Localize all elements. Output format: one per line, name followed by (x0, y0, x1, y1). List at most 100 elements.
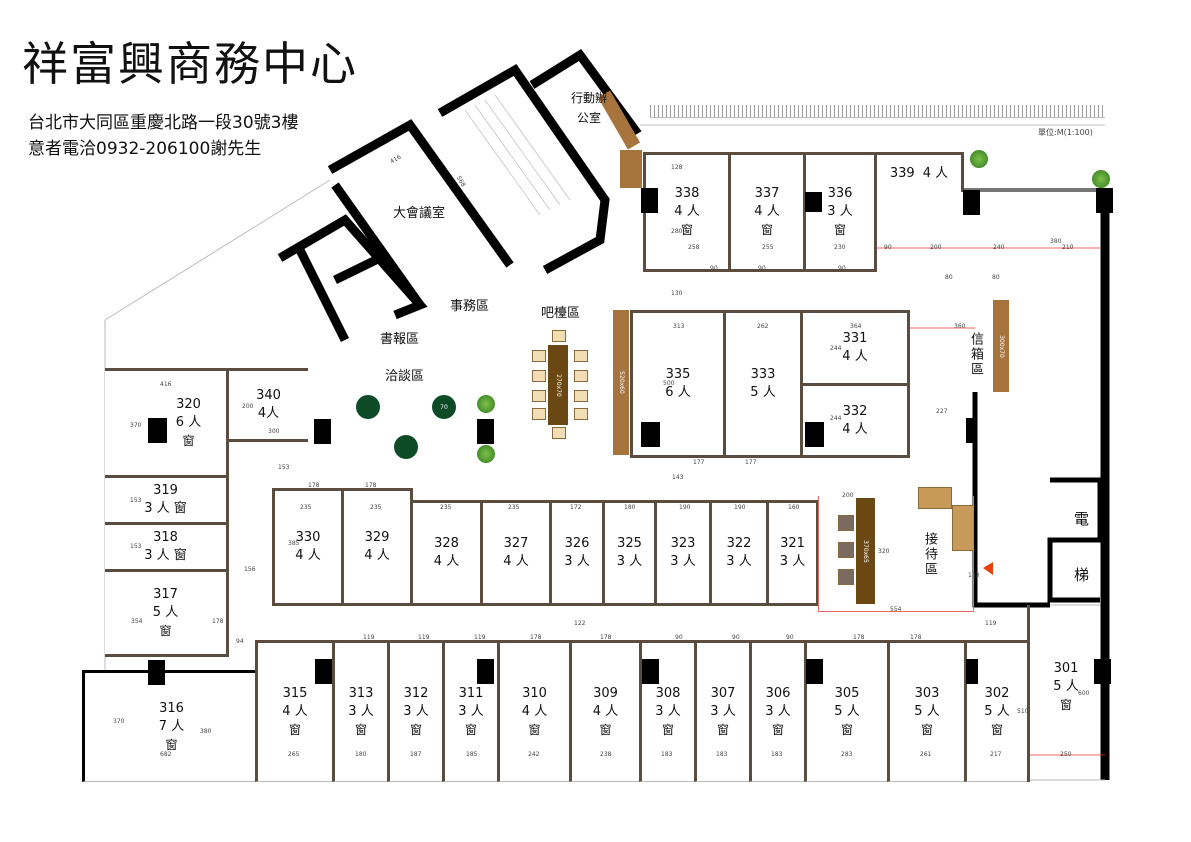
chair (552, 427, 566, 439)
room-capacity: 3 人 (827, 204, 853, 219)
pillar (966, 418, 976, 443)
pillar (805, 192, 822, 212)
window-label: 窗 (165, 738, 178, 752)
dimension: 156 (244, 566, 256, 573)
room-capacity: 4 人 (433, 554, 460, 569)
room-number: 325 (617, 536, 642, 551)
pillar (1096, 188, 1113, 213)
chair (838, 515, 854, 531)
chair (574, 390, 588, 402)
dimension: 265 (288, 751, 300, 758)
pillar (641, 422, 660, 447)
pillar (314, 419, 331, 444)
room-capacity: 4人 (257, 406, 280, 421)
dimension: 183 (716, 751, 728, 758)
chair (532, 390, 546, 402)
dimension: 235 (300, 504, 312, 511)
window-label: 窗 (182, 434, 195, 448)
dimension: 187 (410, 751, 422, 758)
dimension: 119 (418, 634, 430, 641)
area-admin: 事務區 (450, 299, 490, 314)
room-number: 312 (403, 686, 429, 701)
dimension: 90 (675, 634, 683, 641)
window-label: 窗 (920, 723, 933, 737)
pillar (641, 188, 658, 213)
room-capacity: 4 人 (592, 704, 619, 719)
dimension: 380 (200, 728, 212, 735)
room-capacity: 4 人 (503, 554, 529, 569)
reception-desk-label: 370x65 (862, 539, 870, 563)
window-label: 窗 (771, 723, 784, 737)
dimension: 94 (236, 638, 244, 645)
dimension: 119 (363, 634, 375, 641)
room-capacity: 4 人 (364, 548, 390, 563)
room-capacity: 3 人 窗 (144, 548, 187, 563)
room-capacity: 3 人 (616, 554, 643, 569)
dimension: 300 (268, 428, 280, 435)
dimension: 370 (130, 422, 142, 429)
scale-label: 單位:M(1:100) (1038, 128, 1093, 137)
room-number: 339 (889, 165, 915, 181)
chair (574, 350, 588, 362)
dimension: 178 (212, 618, 224, 625)
dimension: 180 (355, 751, 367, 758)
room-capacity: 6 人 (175, 415, 202, 430)
window-label: 窗 (840, 723, 853, 737)
dimension: 354 (131, 618, 143, 625)
dimension: 217 (990, 751, 1002, 758)
dimension: 230 (834, 244, 846, 251)
room-capacity: 5 人 (1053, 679, 1079, 694)
chair (574, 370, 588, 382)
dimension: 280 (671, 228, 683, 235)
area-meeting: 洽談區 (385, 369, 425, 384)
dimension: 153 (130, 497, 142, 504)
pillar (477, 419, 494, 444)
plant-icon (477, 395, 495, 413)
dimension: 235 (370, 504, 382, 511)
room-capacity: 4 人 (754, 204, 780, 219)
chair (532, 370, 546, 382)
room-capacity: 3 人 (655, 704, 681, 719)
room-capacity: 7 人 (158, 719, 185, 734)
dimension: 90 (732, 634, 740, 641)
dimension: 183 (771, 751, 783, 758)
room-number: 308 (655, 686, 681, 701)
chair (552, 330, 566, 342)
window-label: 窗 (990, 723, 1003, 737)
room-number: 323 (670, 536, 696, 551)
dimension: 177 (745, 459, 757, 466)
plant-icon (970, 150, 988, 168)
dimension: 180 (624, 504, 636, 511)
room-capacity: 4 人 (521, 704, 548, 719)
room-number: 305 (834, 686, 860, 701)
room-number: 322 (726, 536, 752, 551)
room-number: 340 (256, 388, 281, 403)
